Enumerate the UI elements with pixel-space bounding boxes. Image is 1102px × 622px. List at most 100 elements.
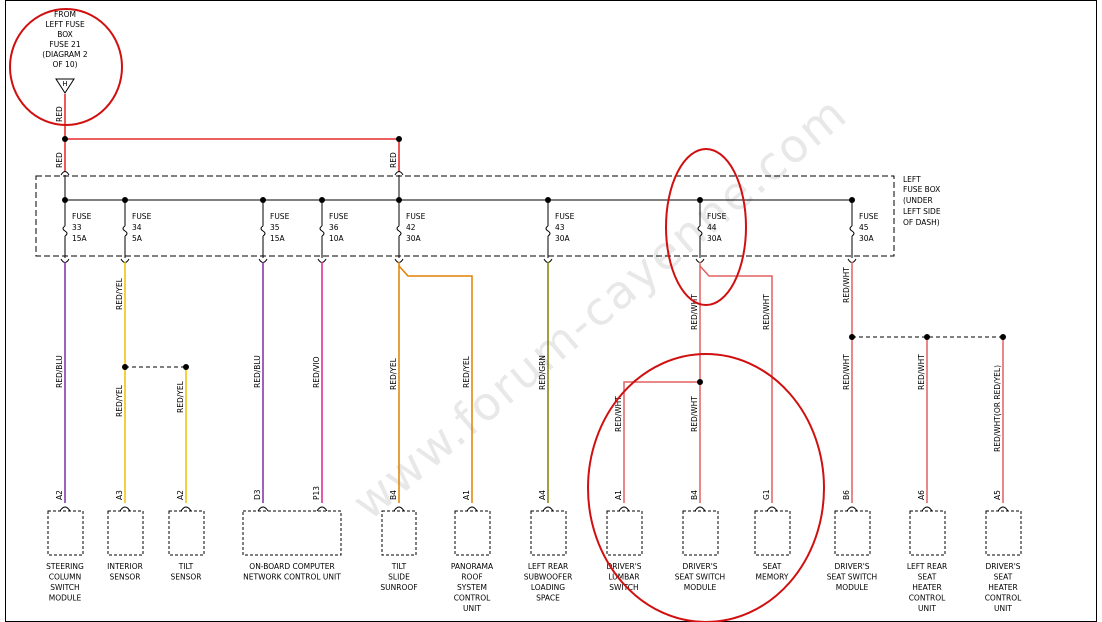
pin-A2: A2 <box>55 490 71 512</box>
pin-connector-symbol <box>618 506 630 512</box>
fuse-number: 44 <box>707 223 717 232</box>
component-label-line: STEERING <box>46 562 84 571</box>
pin-A1: A1 <box>462 490 478 512</box>
pin-A4: A4 <box>538 490 554 512</box>
fuse-amps: 30A <box>707 234 723 243</box>
pin-G1: G1 <box>762 489 778 512</box>
component-label-line: SEAT SWITCH <box>675 573 725 582</box>
fuse-number: 36 <box>329 223 339 232</box>
fuse-box-label-line: FUSE BOX <box>903 185 940 194</box>
fuse-35: FUSE 35 15A <box>258 197 290 263</box>
connector-symbol <box>60 258 70 263</box>
fuse-symbol <box>697 225 703 237</box>
component-box <box>530 510 567 556</box>
wire-label: RED/YEL <box>389 357 398 390</box>
fuse-symbol <box>849 225 855 237</box>
trunk-wire-label: RED <box>389 152 398 168</box>
pin-connector-symbol <box>466 506 478 512</box>
fuse-label: FUSE <box>72 212 92 221</box>
component-label-line: NETWORK CONTROL UNIT <box>243 573 341 582</box>
component-label-line: MODULE <box>836 583 869 592</box>
fuse-amps: 10A <box>329 234 345 243</box>
connector-symbol <box>258 258 268 263</box>
pin-connector-symbol <box>180 506 192 512</box>
splice-dot <box>849 197 855 203</box>
wire-fuse42-panorama <box>398 265 473 503</box>
component-box <box>454 510 491 556</box>
component-label-line: DRIVER'S <box>606 562 641 571</box>
source-line: BOX <box>57 30 73 39</box>
fuse-box-label-line: (UNDER <box>903 196 933 205</box>
pin-label: A5 <box>993 490 1002 500</box>
pin-label: A3 <box>115 490 124 500</box>
fuse-symbol <box>319 225 325 237</box>
pin-connector-symbol <box>846 506 858 512</box>
fuse-number: 35 <box>270 223 280 232</box>
wire-fuse44-lumbar <box>623 381 700 503</box>
fuse-amps: 15A <box>72 234 88 243</box>
component-label-line: SLIDE <box>388 573 410 582</box>
fuse-label: FUSE <box>707 212 727 221</box>
pin-A6: A6 <box>917 490 933 512</box>
source-line: FROM <box>54 10 76 19</box>
connector-symbol <box>317 258 327 263</box>
wire-label: RED/WHT <box>614 396 623 432</box>
wire-label: RED/WHT(OR RED/YEL) <box>993 365 1002 452</box>
component-box <box>107 510 144 556</box>
splice-dot <box>62 197 68 203</box>
fuse-amps: 30A <box>555 234 571 243</box>
pin-label: G1 <box>762 489 771 500</box>
source-wire-label: RED <box>55 106 64 122</box>
component-label-line: COLUMN <box>49 573 82 582</box>
splice-dot <box>62 136 68 142</box>
fuse-number: 45 <box>859 223 869 232</box>
fuse-amps: 15A <box>270 234 286 243</box>
wire-label: RED/WHT <box>762 294 771 330</box>
component-label-line: SWITCH <box>609 583 638 592</box>
pin-connector-symbol <box>766 506 778 512</box>
connector-symbol <box>847 258 857 263</box>
fuse-box-label: LEFT FUSE BOX (UNDER LEFT SIDE OF DASH) <box>903 175 941 227</box>
wire-label: RED/GRN <box>538 355 547 390</box>
connector-symbol <box>394 258 404 263</box>
component-label-line: SEAT <box>763 562 782 571</box>
wire-label: RED/YEL <box>462 355 471 388</box>
pin-A3: A3 <box>115 490 131 512</box>
fuse-label: FUSE <box>132 212 152 221</box>
fuse-label: FUSE <box>270 212 290 221</box>
pin-label: A6 <box>917 490 926 500</box>
component-label-line: MODULE <box>49 594 82 603</box>
fuse-44: FUSE 44 30A <box>695 197 727 263</box>
component-label-line: SENSOR <box>110 573 141 582</box>
component-label-line: SEAT SWITCH <box>827 573 877 582</box>
wire-label: RED/WHT <box>690 294 699 330</box>
fuse-symbol <box>122 225 128 237</box>
source-connector-letter: H <box>62 80 67 88</box>
component-box <box>168 510 205 556</box>
pin-connector-symbol <box>393 506 405 512</box>
highlight-circle-fuse44 <box>665 148 747 306</box>
component-box <box>985 510 1022 556</box>
fuse-label: FUSE <box>555 212 575 221</box>
pin-label: A1 <box>614 490 623 500</box>
component-label-line: DRIVER'S <box>682 562 717 571</box>
fusebox-input-connector <box>394 171 404 176</box>
trunk-wire-label: RED <box>55 152 64 168</box>
source-line: FUSE 21 <box>49 40 80 49</box>
fuse-amps: 5A <box>132 234 143 243</box>
fuse-label: FUSE <box>329 212 349 221</box>
source-connector-symbol <box>55 78 75 94</box>
component-label-line: CONTROL <box>454 594 491 603</box>
fuse-box-label-line: OF DASH) <box>903 218 940 227</box>
component-label-line: MODULE <box>684 583 717 592</box>
fuse-box-label-line: LEFT SIDE <box>903 207 941 216</box>
splice-dot <box>319 197 325 203</box>
source-line: OF 10) <box>52 60 77 69</box>
wire-label: RED/YEL <box>115 384 124 417</box>
component-box <box>834 510 871 556</box>
